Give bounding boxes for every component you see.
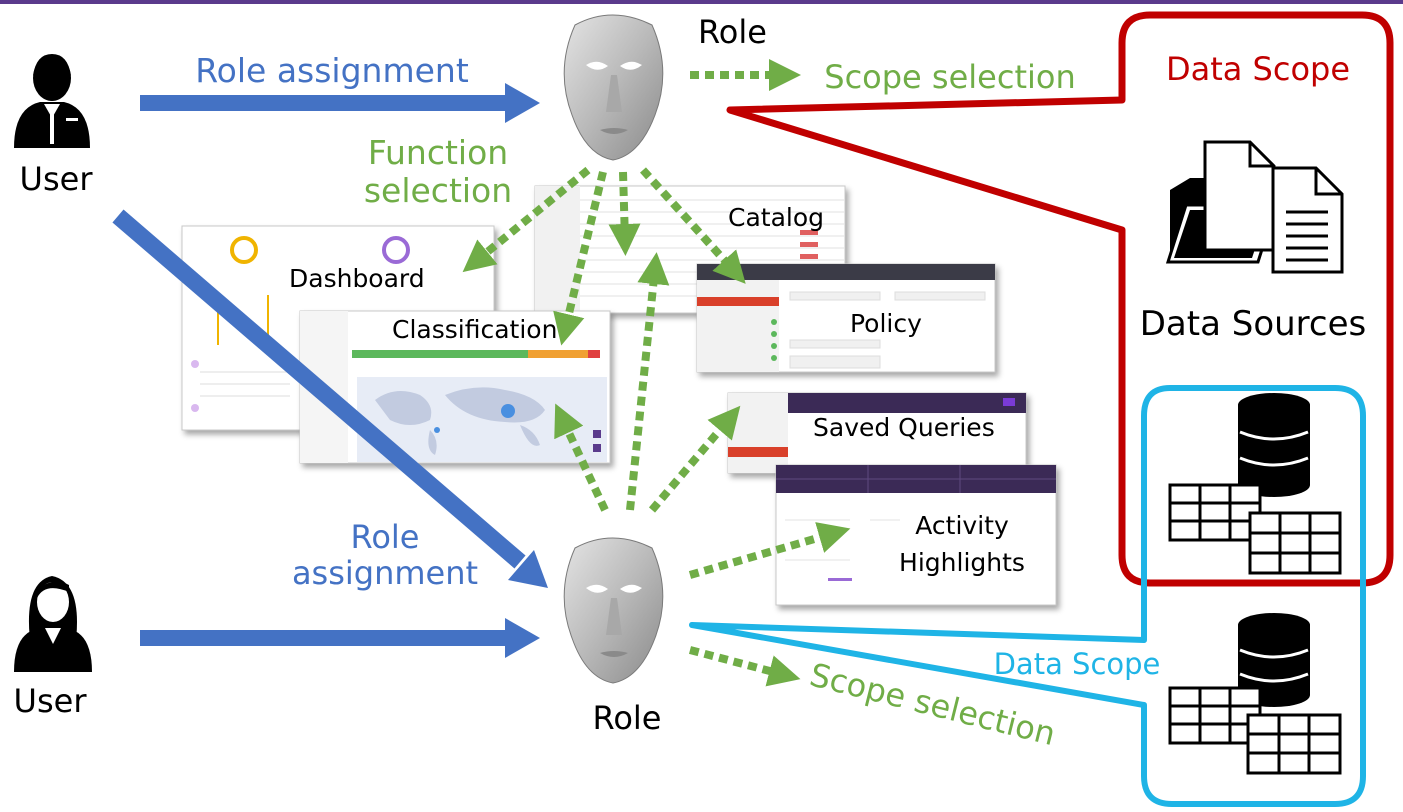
activity-label-line2: Highlights — [899, 548, 1025, 577]
role-assignment-arrow-diagonal — [112, 209, 548, 588]
dashboard-label: Dashboard — [289, 264, 425, 293]
function-selection-label-line2: selection — [364, 171, 512, 210]
user-bottom-label: User — [14, 682, 88, 720]
function-selection-label-line1: Function — [368, 133, 508, 172]
function-arrow-bottom-saved-queries — [648, 405, 741, 513]
function-arrow-catalog-center — [608, 171, 641, 256]
document-icon — [1203, 140, 1276, 252]
scope-selection-arrow-bottom — [688, 646, 801, 687]
user-top-label: User — [20, 160, 94, 198]
database-icon — [1238, 393, 1310, 497]
table-icon — [1248, 511, 1342, 575]
table-icon — [1168, 483, 1262, 542]
classification-screen: Classification — [299, 310, 611, 464]
function-arrow-bottom-classification — [554, 403, 609, 512]
mask-icon — [563, 14, 664, 161]
catalog-label: Catalog — [728, 203, 824, 232]
function-arrow-dashboard — [462, 166, 591, 273]
role-assignment-bottom-label-line2: assignment — [292, 554, 478, 592]
mask-icon — [563, 537, 664, 684]
role-assignment-arrow-bottom — [140, 618, 540, 658]
policy-screen: Policy — [696, 263, 996, 373]
role-bottom-label: Role — [593, 699, 662, 737]
data-scope-cyan-label: Data Scope — [994, 647, 1161, 681]
function-arrow-bottom-activity — [688, 522, 851, 579]
top-accent-bar — [0, 0, 1403, 4]
data-scope-red-callout: Data Scope — [726, 11, 1394, 587]
saved-queries-screen: Saved Queries — [727, 392, 1027, 474]
user-male-icon — [14, 54, 90, 148]
role-assignment-top-label: Role assignment — [195, 51, 469, 90]
function-arrow-catalog — [640, 167, 746, 284]
user-female-icon — [14, 576, 92, 672]
table-icon — [1168, 686, 1262, 745]
policy-label: Policy — [850, 309, 922, 338]
data-sources-label: Data Sources — [1140, 304, 1366, 344]
role-assignment-arrow-top — [140, 83, 540, 123]
activity-highlights-screen: Activity Highlights — [775, 464, 1057, 606]
classification-label: Classification — [392, 315, 557, 344]
document-icon — [1271, 166, 1344, 274]
role-assignment-bottom-label-line1: Role — [351, 518, 420, 556]
data-scope-cyan-callout: Data Scope — [689, 385, 1366, 807]
function-arrow-bottom-catalog — [626, 252, 670, 511]
role-top-label: Role — [698, 13, 767, 51]
data-scope-red-label: Data Scope — [1166, 50, 1350, 88]
saved-queries-label: Saved Queries — [813, 413, 995, 442]
scope-selection-top-label: Scope selection — [824, 58, 1075, 96]
table-icon — [1246, 713, 1342, 775]
activity-label-line1: Activity — [915, 511, 1009, 540]
function-arrow-classification — [553, 171, 607, 346]
